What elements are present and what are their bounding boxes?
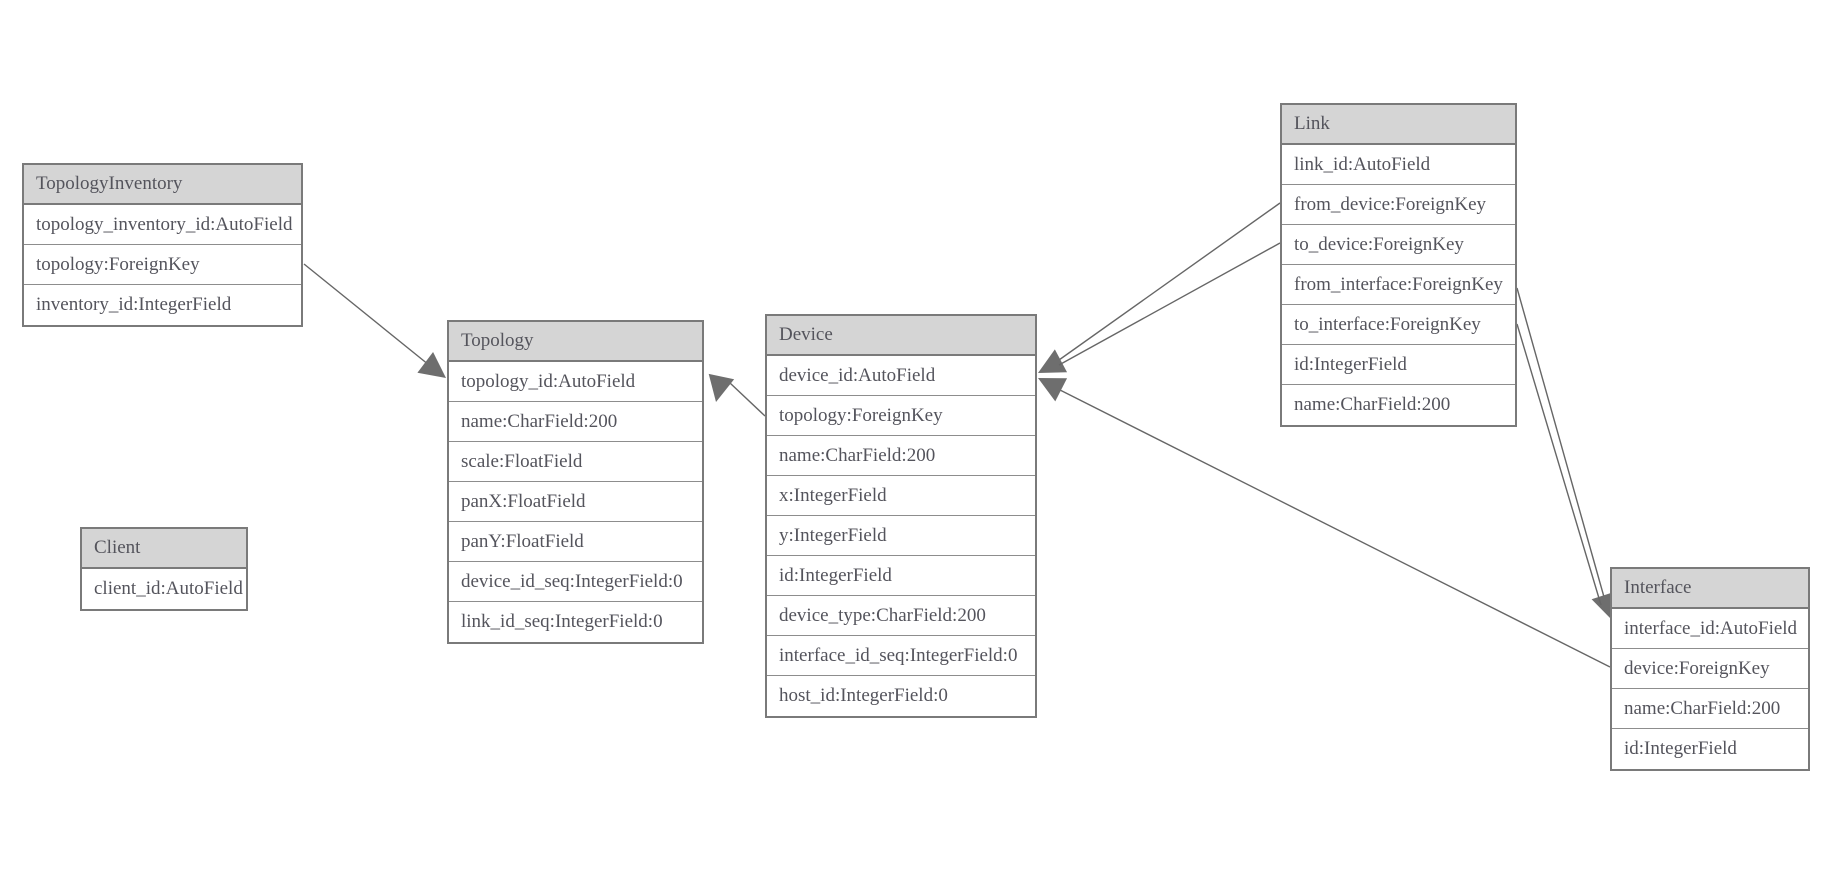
field-row: topology_id:AutoField bbox=[449, 362, 702, 402]
table-title: Client bbox=[82, 529, 246, 569]
field-row: host_id:IntegerField:0 bbox=[767, 676, 1035, 716]
table-title: Topology bbox=[449, 322, 702, 362]
field-row: topology_inventory_id:AutoField bbox=[24, 205, 301, 245]
relationship-line bbox=[1516, 323, 1602, 606]
relationship-line bbox=[1516, 287, 1605, 598]
field-row: device:ForeignKey bbox=[1612, 649, 1808, 689]
field-row: name:CharField:200 bbox=[1612, 689, 1808, 729]
field-row: to_device:ForeignKey bbox=[1282, 225, 1515, 265]
field-row: client_id:AutoField bbox=[82, 569, 246, 609]
field-row: id:IntegerField bbox=[1612, 729, 1808, 769]
relationship-line bbox=[1058, 202, 1281, 361]
field-row: to_interface:ForeignKey bbox=[1282, 305, 1515, 345]
relationship-arrowhead bbox=[708, 373, 735, 402]
field-row: x:IntegerField bbox=[767, 476, 1035, 516]
field-row: panY:FloatField bbox=[449, 522, 702, 562]
field-row: scale:FloatField bbox=[449, 442, 702, 482]
relationship-arrowhead bbox=[417, 351, 446, 378]
relationship-line bbox=[729, 382, 766, 417]
field-row: device_id_seq:IntegerField:0 bbox=[449, 562, 702, 602]
field-row: inventory_id:IntegerField bbox=[24, 285, 301, 325]
relationship-line bbox=[1058, 242, 1281, 366]
field-row: from_interface:ForeignKey bbox=[1282, 265, 1515, 305]
field-row: interface_id_seq:IntegerField:0 bbox=[767, 636, 1035, 676]
field-row: name:CharField:200 bbox=[767, 436, 1035, 476]
field-row: name:CharField:200 bbox=[449, 402, 702, 442]
relationship-arrowhead bbox=[1038, 378, 1068, 402]
field-row: panX:FloatField bbox=[449, 482, 702, 522]
table-title: Link bbox=[1282, 105, 1515, 145]
relationship-arrowhead bbox=[1038, 349, 1068, 373]
field-row: topology:ForeignKey bbox=[767, 396, 1035, 436]
table-title: TopologyInventory bbox=[24, 165, 301, 205]
field-row: device_id:AutoField bbox=[767, 356, 1035, 396]
field-row: name:CharField:200 bbox=[1282, 385, 1515, 425]
field-row: interface_id:AutoField bbox=[1612, 609, 1808, 649]
field-row: link_id:AutoField bbox=[1282, 145, 1515, 185]
table-title: Interface bbox=[1612, 569, 1808, 609]
relationship-line bbox=[1059, 389, 1611, 668]
field-row: id:IntegerField bbox=[1282, 345, 1515, 385]
field-row: y:IntegerField bbox=[767, 516, 1035, 556]
relationship-line bbox=[303, 263, 430, 366]
field-row: device_type:CharField:200 bbox=[767, 596, 1035, 636]
field-row: link_id_seq:IntegerField:0 bbox=[449, 602, 702, 642]
field-row: from_device:ForeignKey bbox=[1282, 185, 1515, 225]
field-row: topology:ForeignKey bbox=[24, 245, 301, 285]
table-title: Device bbox=[767, 316, 1035, 356]
field-row: id:IntegerField bbox=[767, 556, 1035, 596]
